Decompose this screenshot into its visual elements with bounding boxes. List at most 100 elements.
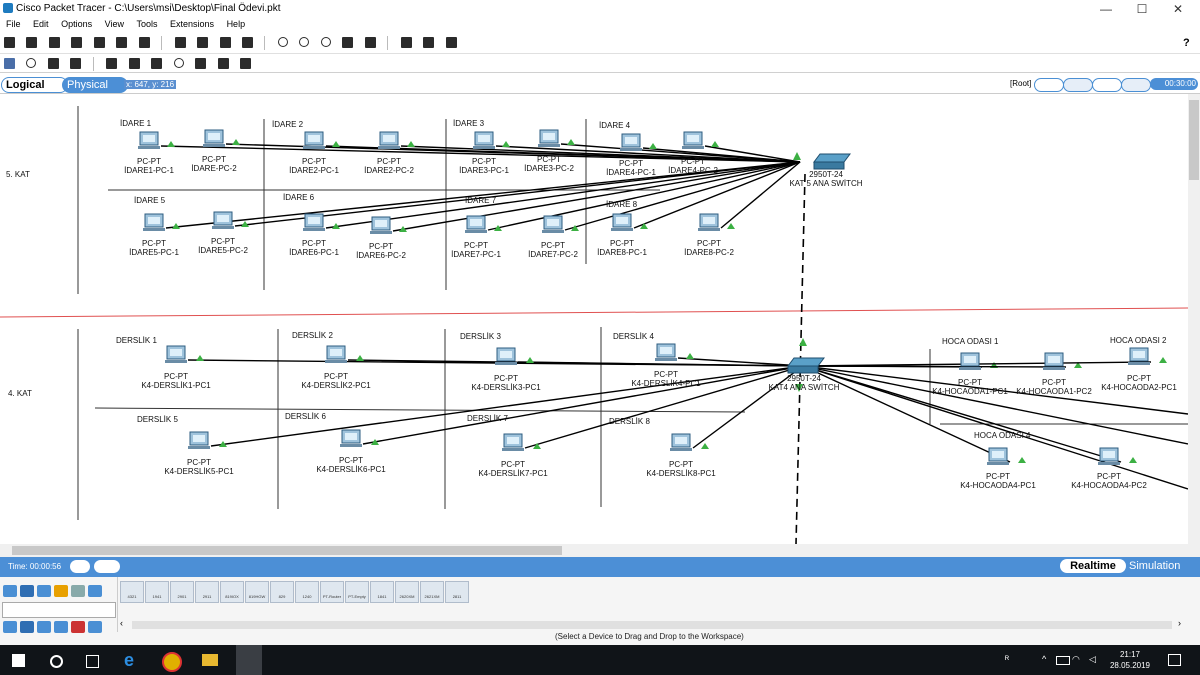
network-info-icon[interactable] — [116, 37, 128, 48]
device-model-tile[interactable]: PT-Router — [320, 581, 344, 603]
logical-workspace-tab[interactable]: Logical — [1, 77, 68, 93]
new-file-icon[interactable] — [4, 37, 15, 48]
complex-pdu-icon[interactable] — [239, 58, 251, 69]
save-icon[interactable] — [48, 37, 60, 48]
activity-wizard-icon[interactable] — [138, 37, 150, 48]
edge-browser-icon[interactable]: e — [124, 650, 135, 670]
open-folder-icon[interactable] — [26, 37, 38, 48]
device-model-tile[interactable]: 4321 — [120, 581, 144, 603]
security-icon[interactable] — [71, 621, 85, 633]
rectangle-icon[interactable] — [151, 58, 163, 69]
custom-device-icon[interactable] — [364, 37, 376, 48]
delete-icon[interactable] — [47, 58, 59, 69]
menu-view[interactable]: View — [104, 19, 124, 29]
volume-icon[interactable]: ◁ — [1089, 654, 1096, 664]
menu-edit[interactable]: Edit — [33, 19, 49, 29]
zoom-reset-icon[interactable] — [299, 37, 310, 47]
device-model-tile[interactable]: 1941 — [145, 581, 169, 603]
network-devices-icon[interactable] — [3, 585, 17, 597]
paste-icon[interactable] — [197, 37, 209, 48]
print-icon[interactable] — [71, 37, 83, 48]
set-background-button[interactable] — [1121, 78, 1151, 92]
horizontal-scrollbar-thumb[interactable] — [12, 546, 562, 555]
wan-emulation-icon[interactable] — [88, 621, 102, 633]
connections-icon[interactable] — [54, 585, 68, 597]
menu-help[interactable]: Help — [226, 19, 246, 29]
note-icon[interactable] — [106, 58, 118, 69]
new-cluster-button[interactable] — [1034, 78, 1064, 92]
maximize-button[interactable]: ☐ — [1136, 2, 1148, 16]
device-model-tile[interactable]: 2901 — [170, 581, 194, 603]
undo-icon[interactable] — [219, 37, 231, 48]
vertical-scrollbar[interactable] — [1188, 94, 1200, 544]
device-model-tile[interactable]: 2811 — [445, 581, 469, 603]
inspect-icon[interactable] — [26, 58, 37, 68]
miscellaneous-icon[interactable] — [71, 585, 85, 597]
scroll-right-icon[interactable]: › — [1178, 618, 1181, 628]
device-model-tile[interactable]: 819HGW — [245, 581, 269, 603]
components-icon[interactable] — [37, 585, 51, 597]
device-model-tile[interactable]: 829 — [270, 581, 294, 603]
pdu-list-icon[interactable] — [423, 37, 435, 48]
search-icon[interactable] — [50, 655, 63, 668]
battery-icon[interactable] — [1056, 656, 1070, 665]
freeform-icon[interactable] — [195, 58, 207, 69]
zoom-out-icon[interactable] — [320, 37, 331, 47]
info-icon[interactable] — [93, 37, 105, 48]
device-model-tile[interactable]: 819IOX — [220, 581, 244, 603]
wireless-icon[interactable] — [54, 621, 68, 633]
copy-icon[interactable] — [174, 37, 186, 48]
ellipse-icon[interactable] — [173, 58, 184, 68]
routers-icon[interactable] — [3, 621, 17, 633]
tray-chevron-icon[interactable]: ^ — [1042, 654, 1047, 664]
topology-canvas[interactable] — [0, 94, 1188, 544]
task-view-icon[interactable] — [86, 655, 99, 668]
hubs-icon[interactable] — [37, 621, 51, 633]
cluster-view-button[interactable] — [1063, 78, 1093, 92]
wifi-icon[interactable]: ◠ — [1072, 654, 1080, 664]
file-explorer-icon[interactable] — [202, 654, 218, 666]
minimize-button[interactable]: — — [1100, 2, 1112, 16]
simulation-mode-button[interactable]: Simulation — [1129, 560, 1181, 572]
multiuser-icon[interactable] — [88, 585, 102, 597]
power-cycle-button[interactable] — [70, 560, 90, 573]
cluster-icon[interactable] — [400, 37, 412, 48]
menu-tools[interactable]: Tools — [136, 19, 158, 29]
logical-workspace[interactable]: 5. KAT 4. KAT İDARE 1 İDARE 2 İDARE 3 İD… — [0, 94, 1188, 544]
close-button[interactable]: ✕ — [1172, 2, 1184, 16]
device-model-tile[interactable]: 1240 — [295, 581, 319, 603]
drawing-palette-icon[interactable] — [342, 37, 354, 48]
device-list-scrollbar[interactable] — [132, 621, 1172, 629]
end-devices-icon[interactable] — [20, 585, 34, 597]
select-icon[interactable] — [4, 58, 15, 69]
switches-icon[interactable] — [20, 621, 34, 633]
device-model-tile[interactable]: 2621XM — [420, 581, 444, 603]
line-icon[interactable] — [128, 58, 140, 69]
notifications-icon[interactable] — [1168, 654, 1181, 666]
packet-tracer-taskbar-icon[interactable] — [236, 645, 262, 675]
vertical-scrollbar-thumb[interactable] — [1189, 100, 1199, 180]
image-icon[interactable] — [445, 37, 457, 48]
physical-workspace-tab[interactable]: Physical — [62, 77, 128, 93]
device-model-tile[interactable]: 2911 — [195, 581, 219, 603]
resize-icon[interactable] — [70, 58, 82, 69]
move-object-button[interactable] — [1092, 78, 1122, 92]
simple-pdu-icon[interactable] — [217, 58, 229, 69]
scroll-left-icon[interactable]: ‹ — [120, 618, 123, 628]
redo-icon[interactable] — [241, 37, 253, 48]
device-model-tile[interactable]: PT-Empty — [345, 581, 369, 603]
taskbar-clock[interactable]: 21:17 28.05.2019 — [1108, 649, 1152, 671]
category-search-field[interactable] — [2, 602, 116, 618]
menu-options[interactable]: Options — [61, 19, 93, 29]
fast-forward-button[interactable] — [94, 560, 120, 573]
chrome-icon[interactable] — [162, 652, 182, 672]
menu-extensions[interactable]: Extensions — [170, 19, 215, 29]
zoom-in-icon[interactable] — [277, 37, 288, 47]
device-model-tile[interactable]: 1841 — [370, 581, 394, 603]
realtime-mode-button[interactable]: Realtime — [1060, 559, 1126, 573]
start-icon[interactable] — [12, 654, 25, 667]
device-model-tile[interactable]: 2620XM — [395, 581, 419, 603]
root-breadcrumb[interactable]: [Root] — [1010, 79, 1032, 88]
menu-file[interactable]: File — [6, 19, 21, 29]
help-icon[interactable]: ? — [1183, 37, 1190, 49]
